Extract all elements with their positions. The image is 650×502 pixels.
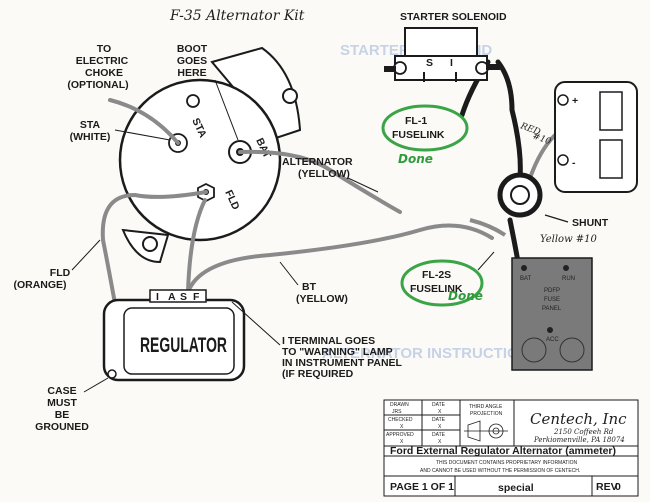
solenoid-terminal-i: I (450, 57, 453, 69)
i-terminal-label-2: TO "WARNING" LAMP (282, 346, 393, 358)
i-terminal-label-1: I TERMINAL GOES (282, 335, 375, 347)
starter-solenoid: STARTER SOLENOID S I (384, 11, 507, 82)
fuse-panel-run: RUN (562, 276, 575, 282)
tb-address-2: Perkiomenville, PA 18074 (533, 436, 625, 444)
regulator-terminal-s: S (180, 291, 187, 303)
fuse-panel-bat: BAT (520, 276, 532, 282)
fuselink-fl1: FL-1 FUSELINK Done (381, 104, 469, 166)
fl2s-label-2: FUSELINK (410, 283, 463, 295)
boot-label-3: HERE (177, 67, 206, 79)
battery-plus: + (572, 95, 578, 107)
yellow-note: Yellow #10 (540, 234, 598, 245)
regulator-terminal-f: F (193, 291, 200, 303)
tb-checked-value: X (400, 424, 404, 430)
tb-projection-1: THIRD ANGLE (469, 404, 503, 410)
fuse-panel: BAT RUN PDFP FUSE PANEL ACC (511, 257, 593, 371)
fuse-panel-acc: ACC (546, 337, 559, 343)
tb-date-value-1: X (438, 409, 442, 415)
choke-label-2: ELECTRIC (76, 55, 129, 67)
tb-date-label-3: DATE (432, 432, 446, 438)
fl1-label-2: FUSELINK (392, 129, 445, 141)
header-note: F-35 Alternator Kit (169, 8, 305, 24)
tb-notice-1: THIS DOCUMENT CONTAINS PROPRIETARY INFOR… (436, 460, 578, 466)
case-label-1: CASE (47, 385, 76, 397)
tb-company: Centech, Inc (530, 410, 627, 428)
fuse-panel-title-1: PDFP (544, 288, 560, 294)
choke-label-3: CHOKE (85, 67, 123, 79)
battery-minus: - (572, 157, 576, 169)
shunt-label: SHUNT (572, 217, 609, 229)
fld-label-1: FLD (50, 267, 71, 279)
alternator-label-2: (YELLOW) (298, 168, 350, 180)
solenoid-terminal-s: S (426, 57, 433, 69)
regulator-label: REGULATOR (140, 333, 227, 357)
red-note-2: #10 (531, 131, 553, 147)
tb-title: Ford External Regulator Alternator (amme… (390, 445, 616, 457)
regulator-terminal-i: I (156, 291, 159, 303)
shunt: SHUNT (497, 172, 609, 229)
boot-label-2: GOES (177, 55, 207, 67)
bt-label-1: BT (302, 281, 317, 293)
fuselink-fl2s: FL-2S FUSELINK Done (400, 251, 495, 307)
i-terminal-label-3: IN INSTRUMENT PANEL (282, 357, 403, 369)
wiring (100, 98, 494, 322)
tb-approved-value: X (400, 439, 404, 445)
case-label-3: BE (55, 409, 70, 421)
tb-rev-value: 0 (615, 481, 621, 493)
case-label-4: GROUNED (35, 421, 89, 433)
watermark-bottom: ALTERNATOR INSTRUCTIONS (322, 345, 540, 362)
fuse-panel-title-2: FUSE (544, 297, 560, 303)
tb-notice-2: AND CANNOT BE USED WITHOUT THE PERMISSIO… (420, 468, 580, 474)
tb-drawn-value: JRS (392, 409, 402, 415)
tb-date-label-1: DATE (432, 402, 446, 408)
tb-page: PAGE 1 OF 1 (390, 481, 454, 493)
fuse-panel-title-3: PANEL (542, 306, 562, 312)
regulator-terminal-a: A (168, 291, 176, 303)
starter-solenoid-label: STARTER SOLENOID (400, 11, 507, 23)
tb-date-label-2: DATE (432, 417, 446, 423)
done-note-2: Done (448, 289, 483, 303)
battery: + - (554, 81, 638, 193)
case-label-2: MUST (47, 397, 77, 409)
fl1-label-1: FL-1 (405, 115, 427, 127)
tb-checked-label: CHECKED (388, 417, 413, 423)
tb-special: special (498, 482, 534, 494)
tb-approved-label: APPROVED (386, 432, 414, 438)
tb-drawn-label: DRAWN (390, 402, 409, 408)
alternator-label-1: ALTERNATOR (282, 156, 353, 168)
choke-label-4: (OPTIONAL) (67, 79, 128, 91)
done-note-1: Done (398, 152, 433, 166)
sta-label-1: STA (80, 119, 101, 131)
sta-label-2: (WHITE) (70, 131, 111, 143)
tb-address-1: 2150 Coffeeh Rd (553, 428, 614, 436)
projection-symbol-icon (464, 420, 508, 442)
tb-projection-2: PROJECTION (470, 411, 503, 417)
choke-label-1: TO (97, 43, 111, 55)
i-terminal-label-4: (IF REQUIRED (282, 368, 354, 380)
labels: TO ELECTRIC CHOKE (OPTIONAL) BOOT GOES H… (13, 43, 402, 433)
fl2s-label-1: FL-2S (422, 269, 451, 281)
tb-rev-label: REV (596, 481, 618, 493)
boot-label-1: BOOT (177, 43, 208, 55)
fld-label-2: (ORANGE) (13, 279, 66, 291)
tb-date-value-3: X (438, 439, 442, 445)
bt-label-2: (YELLOW) (296, 293, 348, 305)
tb-date-value-2: X (438, 424, 442, 430)
regulator: I A S F REGULATOR (102, 289, 246, 382)
alternator: STA BAT FLD (118, 46, 302, 264)
title-block (383, 399, 639, 497)
